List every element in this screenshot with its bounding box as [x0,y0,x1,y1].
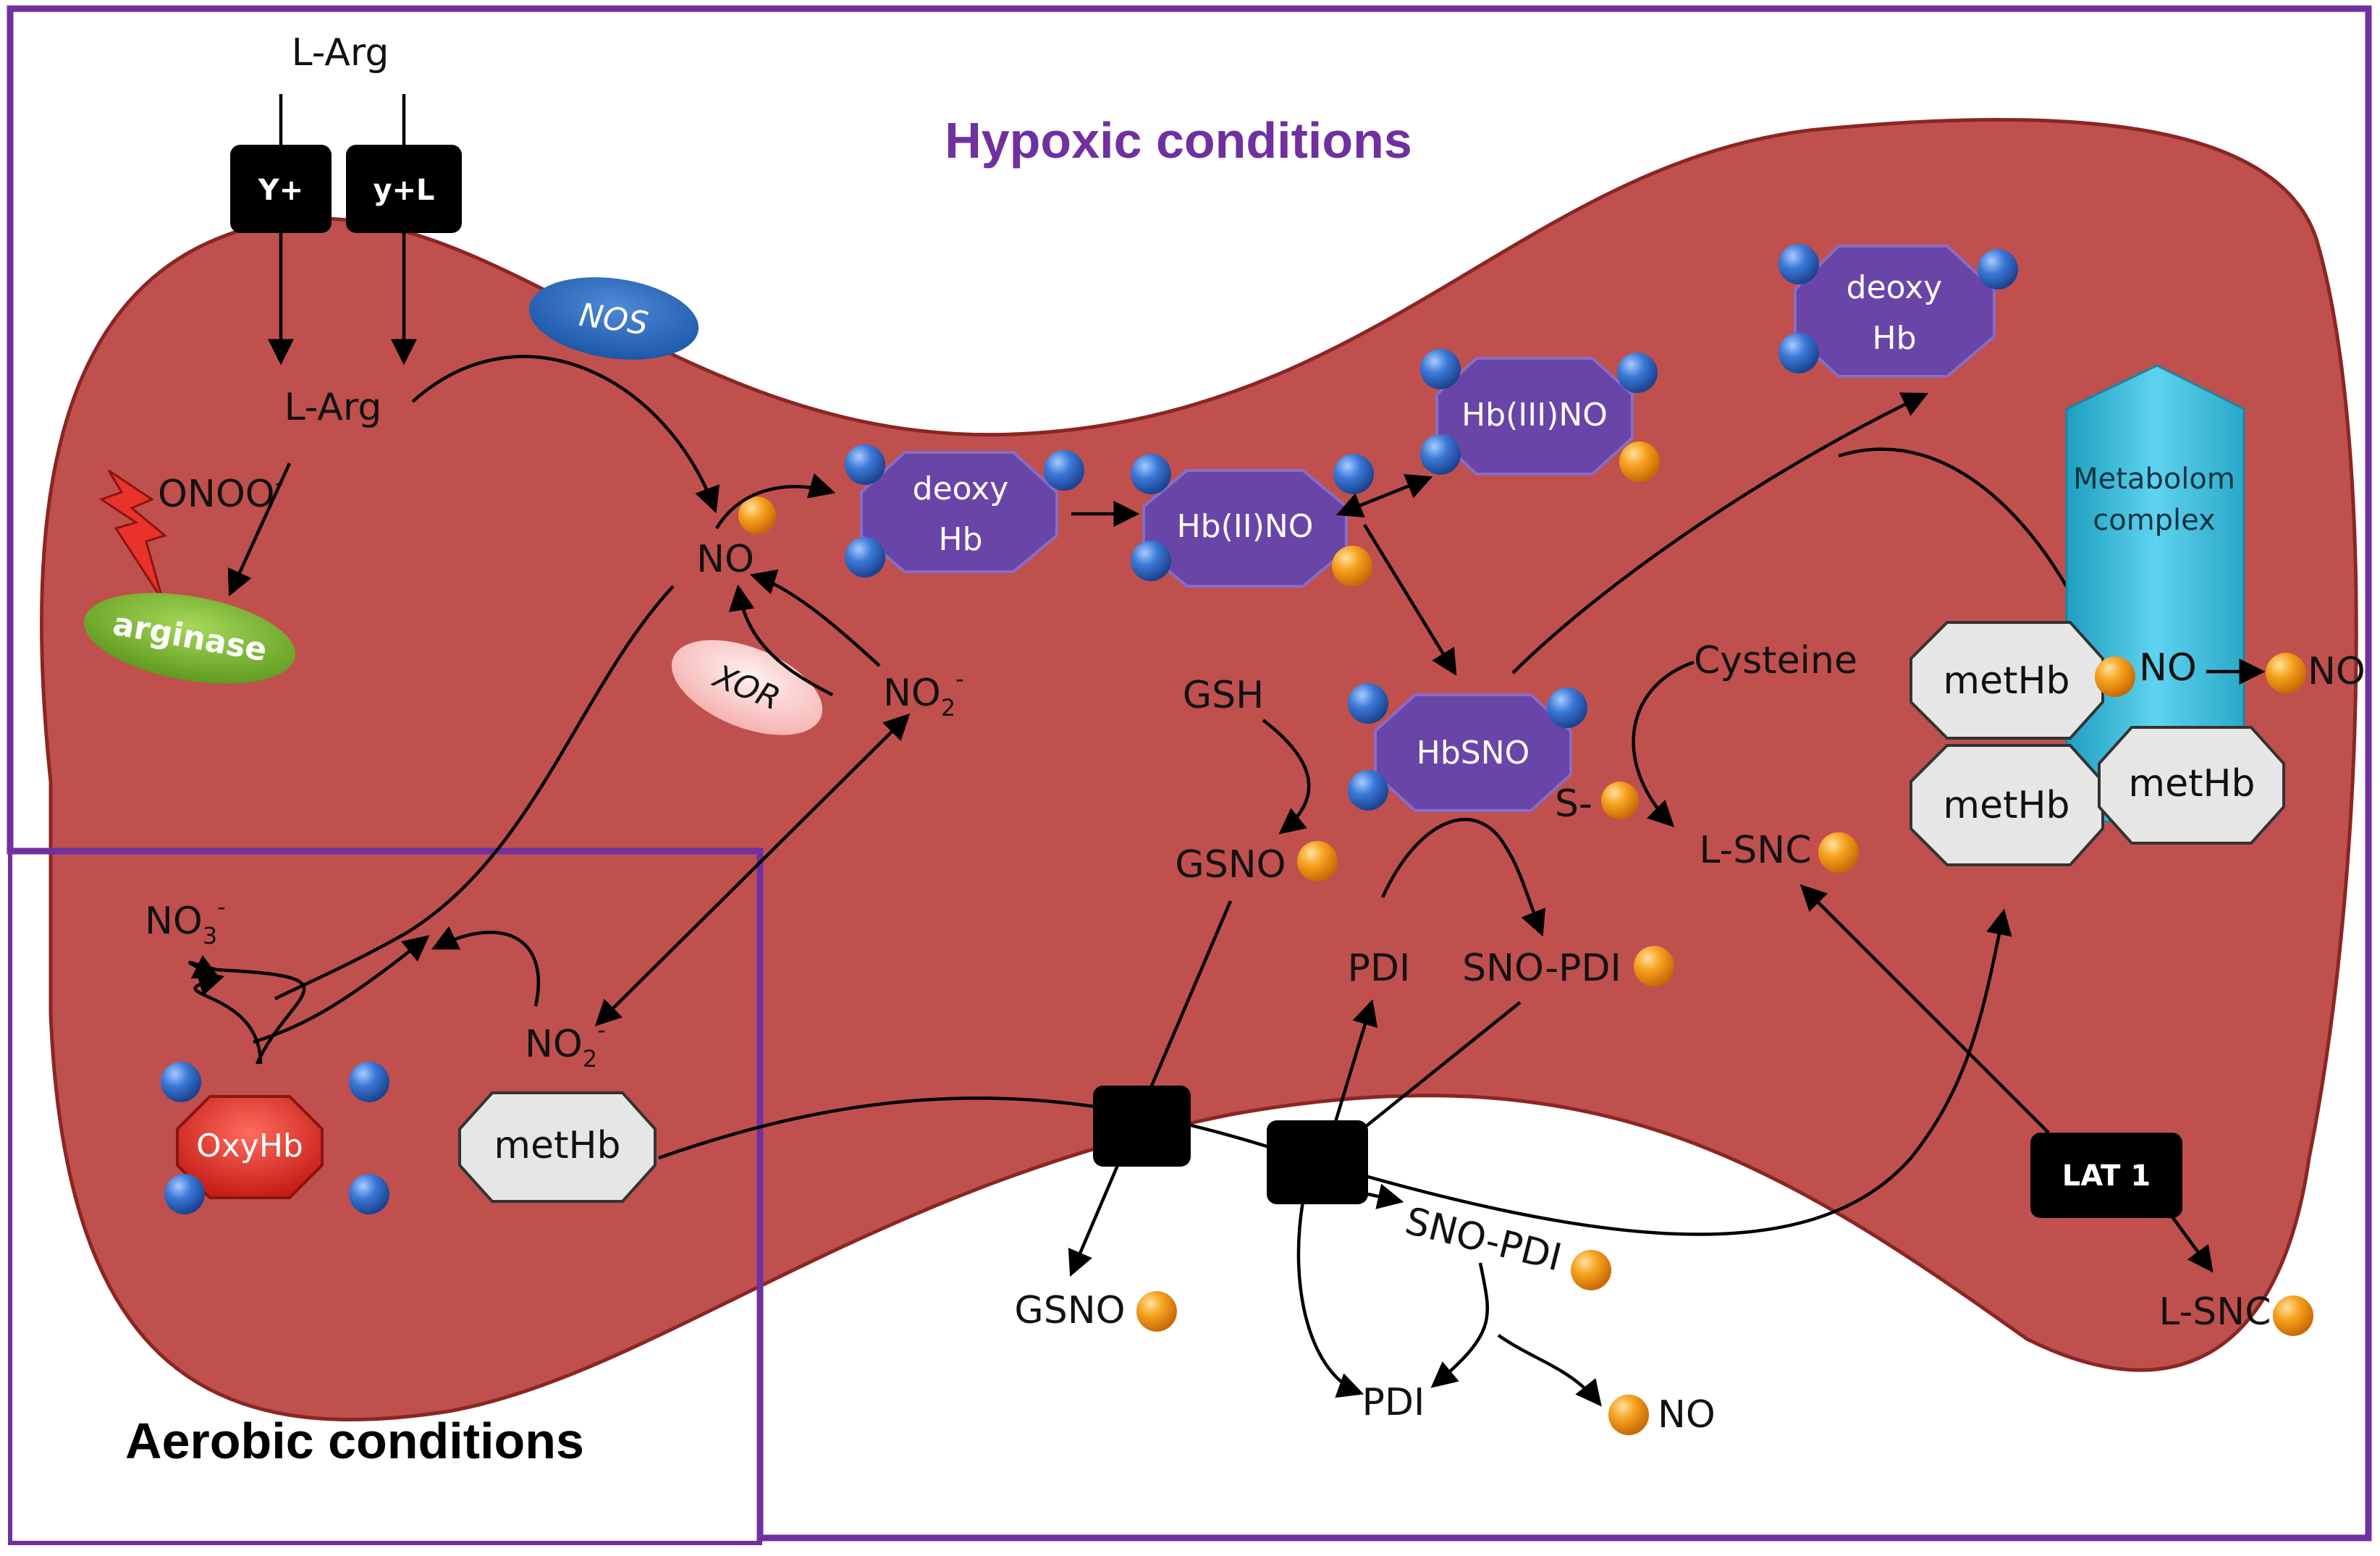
l-arg-intracellular: L-Arg [284,386,382,429]
hbsno [1374,693,1572,812]
hb-ii-no-label: Hb(II)NO [1177,508,1314,545]
gsno-transporter [1093,1086,1191,1167]
gsh-label: GSH [1183,674,1264,717]
y-plus-label: Y+ [258,174,303,207]
s-minus-label: S- [1555,782,1592,826]
deoxy-hb-center [860,451,1058,573]
pdi-extracellular: PDI [1362,1381,1425,1424]
no2-center: NO2- [883,665,964,722]
methb-1 [1910,621,2104,740]
lat1-transporter [2030,1133,2182,1218]
methb-2-label: metHb [1943,784,2069,827]
deoxy-hb-top-line2: Hb [1872,320,1916,357]
hb-iii-no-label: Hb(III)NO [1461,397,1608,434]
y-plus-transporter [230,145,332,233]
onoo-label: ONOO- [158,469,283,516]
no-extracellular-bottom: NO [1658,1393,1716,1437]
l-snc-extracellular: L-SNC [2159,1290,2271,1334]
methb-aerobic [458,1091,657,1203]
no-metabolom-out: NO [2308,650,2366,693]
no-center: NO [696,538,754,581]
deoxy-hb-center-line1: deoxy [913,470,1009,507]
methb-2 [1910,744,2104,866]
oxyhb-label: OxyHb [196,1128,303,1164]
deoxy-hb-top [1794,245,1996,378]
hb-iii-no [1435,357,1634,475]
methb-aerobic-label: metHb [494,1124,620,1167]
methb-1-label: metHb [1943,659,2069,703]
sno-pdi-extracellular: SNO-PDI [1401,1199,1566,1280]
no2-lower: NO2- [525,1016,606,1073]
nos-enzyme [528,277,699,360]
deoxy-hb-center-line2: Hb [938,521,982,558]
no3-label: NO3- [145,893,226,950]
pdi-intracellular: PDI [1348,947,1411,990]
sno-pdi-intracellular: SNO-PDI [1462,947,1621,990]
aerobic-region-border [8,849,762,1545]
hypoxic-title: Hypoxic conditions [945,112,1412,169]
y-plus-l-transporter [346,145,462,233]
no-metabolom: NO [2139,646,2197,690]
metabolom-line2: complex [2093,504,2216,537]
y-plus-l-label: y+L [373,174,434,207]
metabolom-line1: Metabolom [2073,462,2235,496]
methb-3 [2098,726,2285,845]
pdi-transporter [1267,1120,1368,1204]
hbsno-label: HbSNO [1417,735,1530,771]
no-molecule [738,496,776,534]
l-arg-extracellular: L-Arg [292,31,389,75]
l-snc-intracellular: L-SNC [1699,829,1811,872]
hb-ii-no [1142,469,1348,588]
gsno-extracellular: GSNO [1014,1289,1125,1332]
aerobic-title: Aerobic conditions [125,1413,584,1469]
arginase-enzyme [83,593,296,684]
methb-3-label: metHb [2128,762,2255,806]
oxyhb [176,1095,324,1199]
gsno-intracellular: GSNO [1175,843,1286,887]
lat1-label: LAT 1 [2062,1159,2151,1193]
cysteine-label: Cysteine [1694,639,1857,682]
deoxy-hb-top-line1: deoxy [1847,269,1943,306]
